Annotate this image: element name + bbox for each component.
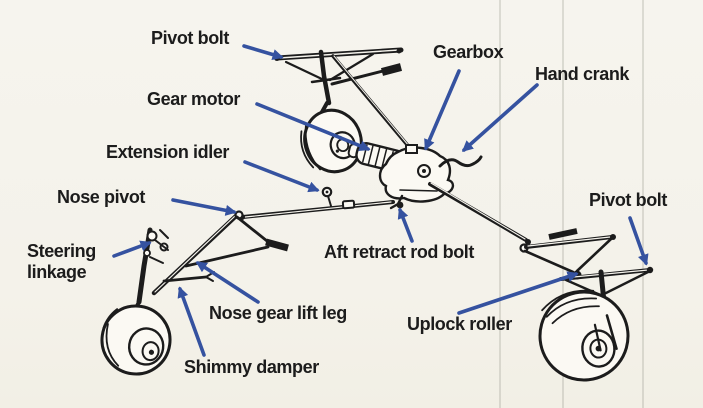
label-extension-idler: Extension idler [106, 142, 230, 162]
top-gear-assembly [274, 47, 411, 174]
uplock-roller-arrow [457, 271, 579, 315]
nose-wheel [100, 304, 172, 376]
right-gear-assembly [519, 228, 654, 382]
hand-crank-part [438, 155, 483, 168]
gearbox-assembly [347, 142, 483, 210]
label-pivot-bolt-right: Pivot bolt [589, 190, 667, 210]
aft-retract-rod [428, 182, 531, 245]
gear-motor-arrow [255, 102, 371, 152]
aft-retract-rod-bolt-arrow [397, 207, 414, 243]
pointer-arrows [112, 44, 649, 357]
scan-line [562, 0, 564, 408]
aft-retract-rod-bolt-part [396, 201, 404, 209]
hand-crank-arrow [461, 83, 539, 152]
scan-line [499, 0, 501, 408]
extension-idler-part [321, 186, 333, 207]
top-gear-wheel [300, 108, 363, 174]
label-uplock-roller: Uplock roller [407, 314, 512, 334]
steering-linkage-arrow [112, 240, 152, 258]
label-nose-pivot: Nose pivot [57, 187, 146, 207]
pivot-bolt-right-arrow [628, 216, 649, 266]
nose-pivot-arrow [171, 198, 237, 216]
label-steering-linkage: Steering linkage [27, 241, 96, 282]
drawing-black-linework [100, 47, 654, 382]
label-nose-gear-lift-leg: Nose gear lift leg [209, 303, 347, 323]
label-hand-crank: Hand crank [535, 64, 630, 84]
forward-retract-rod [239, 186, 404, 220]
nose-gear-lift-leg-arrow [195, 261, 260, 304]
label-gear-motor: Gear motor [147, 89, 241, 109]
extension-idler-arrow [243, 160, 320, 193]
steering-linkage-part [143, 229, 169, 264]
label-shimmy-damper: Shimmy damper [184, 357, 319, 377]
label-aft-retract-rod-bolt: Aft retract rod bolt [324, 242, 475, 262]
shimmy-damper-arrow [177, 286, 206, 357]
scan-line [642, 0, 644, 408]
nose-gear-assembly [100, 210, 289, 376]
label-gearbox: Gearbox [433, 42, 504, 62]
label-pivot-bolt-top: Pivot bolt [151, 28, 229, 48]
right-wheel [538, 289, 630, 382]
pivot-bolt-top-arrow [242, 44, 284, 60]
gearbox-arrow [424, 69, 461, 151]
